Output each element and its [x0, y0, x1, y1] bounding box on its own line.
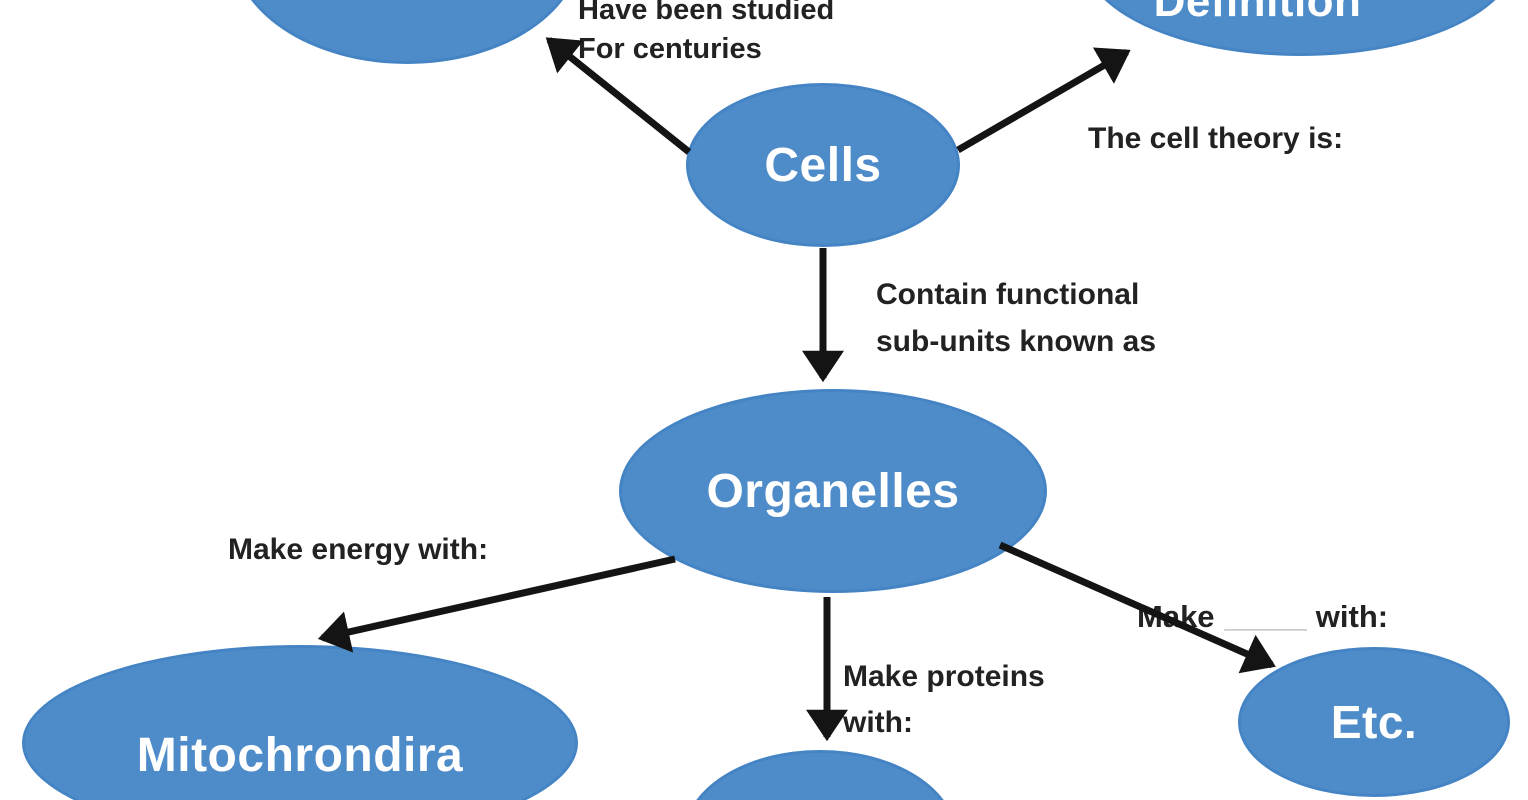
node-ellipse-definition: Definition	[1083, 0, 1517, 56]
edge-label-make-blank: Make_____with:	[1137, 554, 1388, 638]
node-label-organelles: Organelles	[706, 464, 960, 518]
edge-label-make-blank-prefix: Make	[1137, 598, 1215, 634]
node-label-definition: Definition	[1153, 0, 1362, 26]
edge-label-contain-functional: Contain functional sub-units known as	[876, 278, 1157, 358]
edge-label-make-proteins: Make proteins with:	[843, 660, 1045, 739]
edge-label-make-blank-suffix: with:	[1315, 598, 1389, 634]
node-ellipse-mitochrondira: Mitochrondira	[22, 645, 578, 800]
node-ellipse-cells: Cells	[686, 83, 960, 247]
fill-in-blank-line: _____	[1224, 598, 1307, 634]
edge-label-cell-theory: The cell theory is:	[1088, 122, 1344, 155]
node-ellipse-organelles: Organelles	[619, 389, 1047, 593]
arrow-organelles-to-mitochrondira-icon	[317, 555, 676, 653]
node-label-mitochrondira: Mitochrondira	[136, 728, 464, 782]
node-ellipse-top-left-partial	[232, 0, 582, 64]
node-ellipse-bottom-center-partial	[683, 750, 957, 800]
node-label-cells: Cells	[764, 138, 882, 192]
node-label-etc: Etc.	[1330, 696, 1418, 748]
edge-label-make-energy: Make energy with:	[228, 533, 489, 566]
node-ellipse-etc: Etc.	[1238, 647, 1510, 797]
edge-label-have-been-studied: Have been studied For centuries	[578, 0, 835, 65]
